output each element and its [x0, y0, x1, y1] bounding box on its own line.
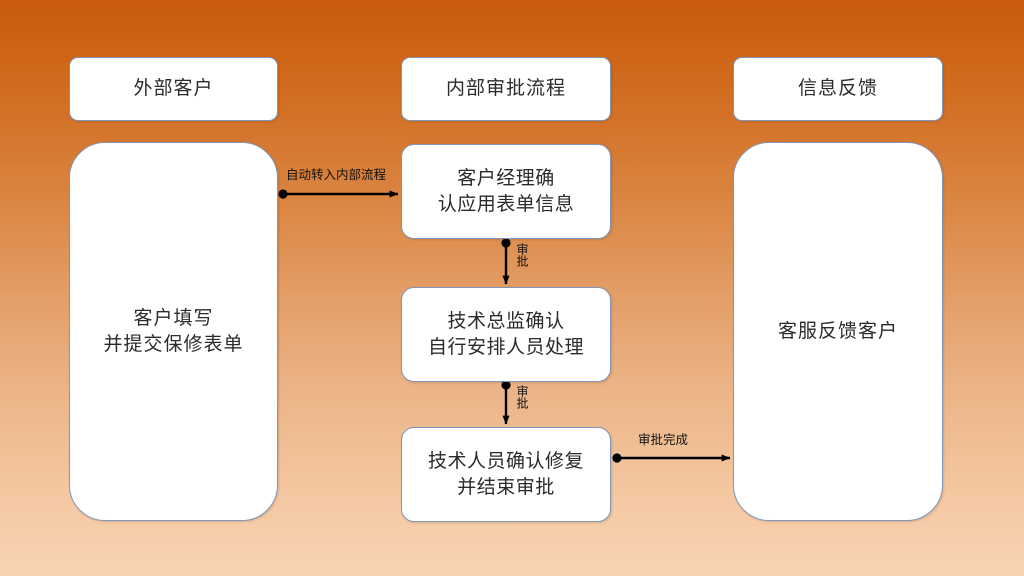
- lane-header-internal-approval[interactable]: 内部审批流程: [401, 57, 611, 121]
- connector-label-approve-done: 审批完成: [638, 432, 689, 447]
- process-step-3-label: 技术人员确认修复 并结束审批: [427, 450, 584, 498]
- lane-header-information-feedback[interactable]: 信息反馈: [733, 57, 943, 121]
- process-step-2-label: 技术总监确认 自行安排人员处理: [427, 310, 584, 358]
- connector-approve-2: [501, 380, 511, 425]
- connector-auto-transfer: [278, 189, 399, 199]
- connector-approve-done: [612, 453, 731, 463]
- lane-header-external-customer[interactable]: 外部客户: [69, 57, 278, 121]
- lane-body-information-feedback-label: 客服反馈客户: [777, 319, 898, 342]
- connector-approve-1: [501, 238, 511, 285]
- connector-label-approve-1: 审批: [515, 243, 529, 267]
- process-step-2[interactable]: 技术总监确认 自行安排人员处理: [401, 287, 611, 382]
- process-step-3[interactable]: 技术人员确认修复 并结束审批: [401, 427, 611, 522]
- lane-header-information-feedback-label: 信息反馈: [797, 77, 878, 100]
- lane-body-external-customer[interactable]: 客户填写 并提交保修表单: [69, 142, 278, 521]
- process-step-1-label: 客户经理确 认应用表单信息: [437, 167, 575, 215]
- lane-body-external-customer-label: 客户填写 并提交保修表单: [103, 307, 244, 355]
- connector-label-approve-2: 审批: [515, 385, 529, 409]
- process-step-1[interactable]: 客户经理确 认应用表单信息: [401, 144, 611, 239]
- lane-body-information-feedback[interactable]: 客服反馈客户: [733, 142, 943, 521]
- lane-header-internal-approval-label: 内部审批流程: [445, 77, 566, 100]
- connector-label-auto-transfer: 自动转入内部流程: [286, 167, 387, 182]
- lane-header-external-customer-label: 外部客户: [133, 77, 214, 100]
